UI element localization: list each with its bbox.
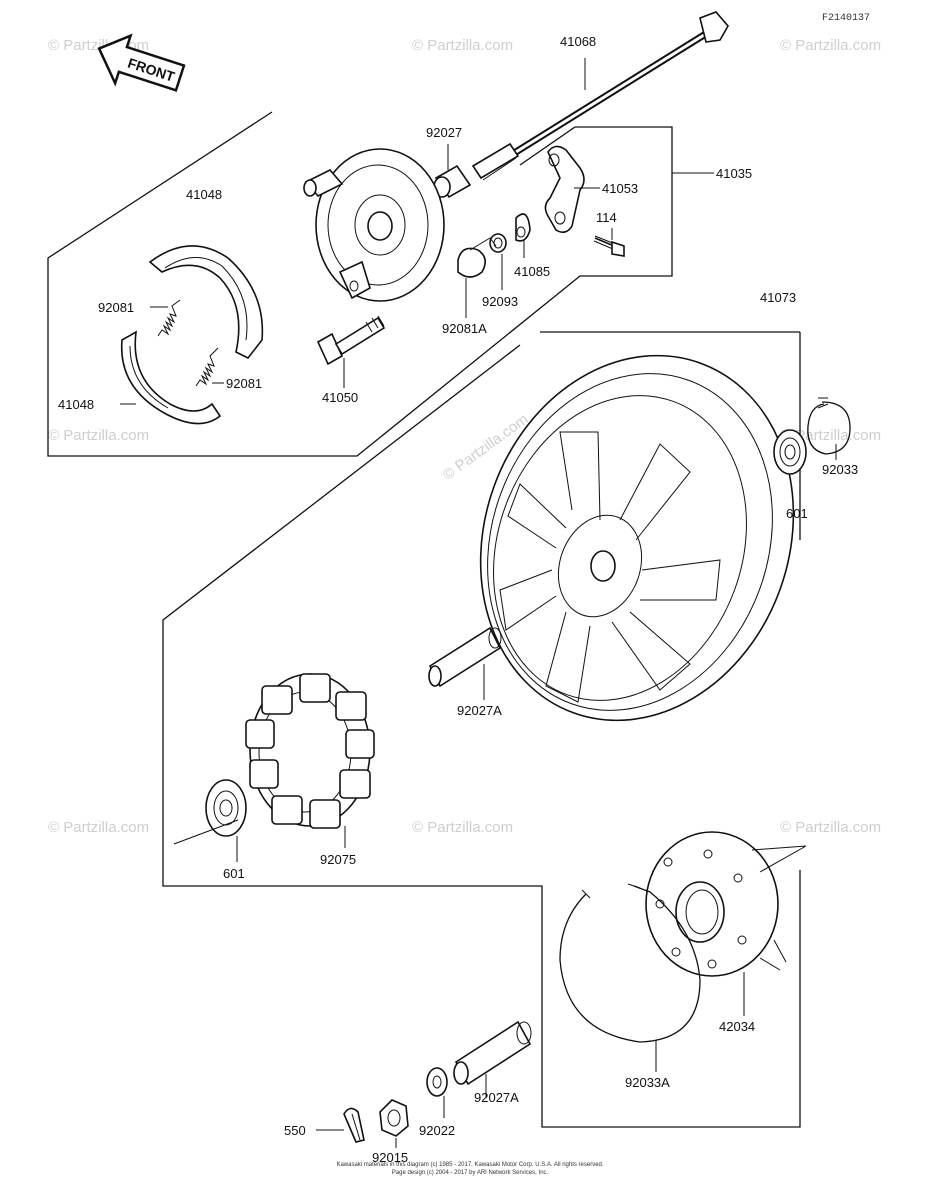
seal-92093	[489, 233, 507, 253]
label-92081-lower: 92081	[226, 376, 262, 391]
copyright-line-1: Kawasaki materials in this diagram (c) 1…	[336, 1162, 603, 1168]
copyright-line-2: Page design (c) 2004 - 2017 by ARI Netwo…	[392, 1170, 549, 1176]
label-601-left: 601	[223, 866, 245, 881]
sprocket-hub-42034	[645, 831, 807, 977]
label-41050: 41050	[322, 390, 358, 405]
wheel-41073	[479, 354, 795, 722]
watermark: © Partzilla.com	[780, 427, 881, 444]
watermark: © Partzilla.com	[412, 819, 513, 836]
collar-92027A-middle	[428, 626, 502, 688]
label-92022: 92022	[419, 1123, 455, 1138]
label-41073: 41073	[760, 290, 796, 305]
brake-panel	[303, 148, 445, 302]
wheel-group-outline-main	[162, 331, 801, 1128]
watermark: © Partzilla.com	[780, 819, 881, 836]
washer-92022	[426, 1067, 448, 1097]
label-92015: 92015	[372, 1150, 408, 1165]
leader-lines	[120, 58, 837, 1148]
label-41048-top: 41048	[186, 187, 222, 202]
nut-92015	[379, 1099, 409, 1137]
watermark: © Partzilla.com	[48, 819, 149, 836]
label-41068: 41068	[560, 34, 596, 49]
watermark: © Partzilla.com	[780, 37, 881, 54]
cam-shaft-41050	[316, 315, 386, 366]
label-92081A: 92081A	[442, 321, 487, 336]
indicator-41085	[515, 213, 531, 242]
label-92033A: 92033A	[625, 1075, 670, 1090]
label-601-right: 601	[786, 506, 808, 521]
bearing-601-right	[773, 429, 807, 475]
axle-41068	[471, 11, 729, 181]
front-arrow: FRONT	[97, 33, 186, 92]
circlip-92033A	[559, 883, 701, 1043]
bolt-114	[593, 235, 625, 257]
label-92027A-middle: 92027A	[457, 703, 502, 718]
label-41048-bottom: 41048	[58, 397, 94, 412]
label-92027A-bottom: 92027A	[474, 1090, 519, 1105]
label-92027: 92027	[426, 125, 462, 140]
label-41035: 41035	[716, 166, 752, 181]
diagram-code: F2140137	[822, 13, 870, 24]
label-92075: 92075	[320, 852, 356, 867]
collar-92027	[433, 164, 472, 199]
label-550: 550	[284, 1123, 306, 1138]
spring-92081-lower	[195, 347, 219, 387]
brake-shoe-upper	[148, 245, 264, 360]
watermark: © Partzilla.com	[412, 37, 513, 54]
label-42034: 42034	[719, 1019, 755, 1034]
label-41053: 41053	[602, 181, 638, 196]
watermark: © Partzilla.com	[48, 427, 149, 444]
label-92093: 92093	[482, 294, 518, 309]
part-labels: 41068 92027 41035 41053 114 41048 41085 …	[58, 34, 858, 1165]
brake-group-outline	[47, 111, 673, 457]
cam-lever-41053	[544, 145, 585, 234]
damper-92075	[245, 673, 375, 829]
label-114: 114	[596, 210, 617, 225]
collar-92027A-bottom	[453, 1020, 532, 1086]
spring-92081-upper	[157, 299, 181, 337]
spring-92081A	[457, 237, 497, 278]
label-92081-upper: 92081	[98, 300, 134, 315]
label-92033: 92033	[822, 462, 858, 477]
circlip-92033	[807, 397, 851, 455]
brake-shoe-lower	[120, 330, 222, 425]
cotter-pin-550	[343, 1107, 365, 1143]
bearing-601-left	[173, 779, 247, 845]
label-41085: 41085	[514, 264, 550, 279]
